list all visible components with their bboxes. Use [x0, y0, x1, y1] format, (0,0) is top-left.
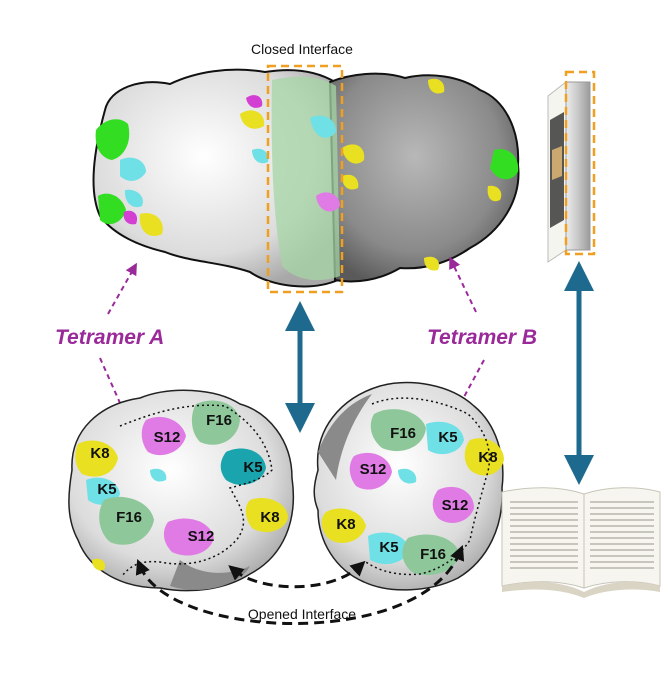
patch-yellow-top-left: [240, 110, 265, 129]
residue-k8-right-a: K8: [260, 509, 279, 526]
patch-s12-left-b: [349, 452, 392, 490]
tetramer-b-arrow-up: [449, 256, 477, 313]
residue-k5-top-b: K5: [438, 429, 457, 446]
patch-yellow-right-bottom: [424, 256, 440, 271]
residue-k8-top-a: K8: [90, 445, 109, 462]
book-spine-box: [564, 70, 596, 256]
patch-yellow-small-a: [92, 558, 106, 571]
patch-cyan-left-2: [124, 189, 143, 208]
patch-f16-top-b: [370, 409, 426, 452]
patch-k5-right-a: [220, 448, 266, 485]
tetramer-b-darker-rim: [318, 394, 372, 480]
tetramer-a-arrow-up: [107, 262, 137, 315]
closed-interface-box: [266, 64, 344, 294]
open-book-image: [501, 487, 661, 598]
residue-k8-left-b: K8: [336, 516, 355, 533]
patch-yellow-right-edge: [487, 185, 502, 202]
patch-magenta-top: [246, 95, 263, 108]
patch-yellow-right-top: [428, 78, 445, 94]
tetramer-b-surface-closed: [328, 72, 520, 283]
closed-book-image: [547, 80, 591, 263]
patch-k8-right-b: [464, 438, 504, 476]
residue-s12-top-a: S12: [154, 429, 181, 446]
residue-k5-right-a: K5: [243, 459, 262, 476]
residue-k5-left-a: K5: [97, 481, 116, 498]
patch-cyan-small-a: [150, 468, 167, 482]
patch-cyan-mid: [252, 148, 269, 164]
opened-interface-label: Opened Interface: [248, 606, 356, 622]
patch-green-left: [95, 119, 130, 160]
residue-s12-right-b: S12: [442, 497, 469, 514]
patch-f16-top-a: [191, 400, 240, 445]
residue-f16-bottom-b: F16: [420, 546, 446, 563]
residue-f16-top-a: F16: [206, 412, 232, 429]
patch-k5-top-b: [426, 421, 464, 455]
patch-magenta-iface: [316, 192, 340, 212]
residue-f16-mid-a: F16: [116, 509, 142, 526]
residue-s12-left-b: S12: [360, 461, 387, 478]
patch-k8-top-a: [75, 440, 118, 477]
patch-yellow-left: [139, 213, 163, 236]
interface-region: [271, 76, 340, 281]
patch-s12-right-b: [432, 486, 474, 523]
patch-cyan-small-b: [398, 468, 417, 484]
patch-magenta-left: [123, 210, 138, 225]
opened-interface-outer-arrow: [135, 545, 465, 625]
residue-k5-bottom-b: K5: [379, 539, 398, 556]
patch-k8-right-a: [245, 498, 288, 533]
residue-k8-right-b: K8: [478, 449, 497, 466]
patch-f16-mid-a: [99, 496, 154, 545]
tetramer-b-opened: F16 K5 K8 S12 S12 K8 K5 F16: [313, 381, 504, 591]
tetramer-b-label: Tetramer B: [427, 326, 537, 349]
patch-green-left-lower: [98, 193, 126, 225]
patch-cyan-left: [120, 157, 146, 181]
patch-yellow-right-2: [342, 174, 359, 190]
residue-f16-top-b: F16: [390, 425, 416, 442]
residue-s12-bottom-a: S12: [188, 528, 215, 545]
patch-green-right: [490, 149, 519, 180]
patch-cyan-iface: [310, 115, 336, 138]
patch-yellow-right-1: [342, 144, 365, 164]
patch-k8-left-b: [321, 508, 366, 543]
tetramer-a-opened: K8 S12 F16 K5 K5 F16 K8 S12: [68, 389, 295, 592]
closed-dimer-surface: [92, 68, 520, 288]
closed-interface-label: Closed Interface: [251, 41, 353, 57]
tetramer-a-label: Tetramer A: [55, 326, 164, 349]
patch-s12-top-a: [141, 416, 186, 456]
